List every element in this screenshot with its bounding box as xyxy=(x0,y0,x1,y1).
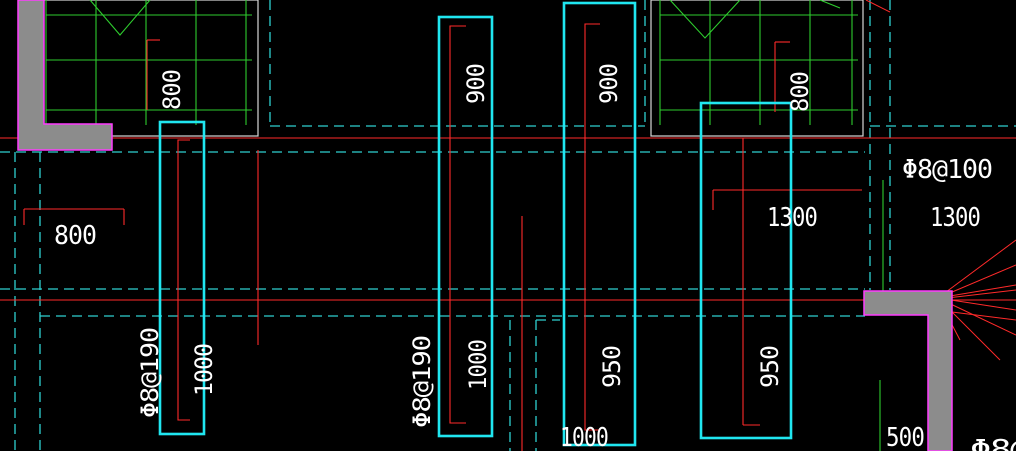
dim-label-1000-strip1: 1000 xyxy=(190,344,218,396)
rebar-label-8-190-left: Φ8@190 xyxy=(136,328,164,418)
dim-label-800-vertical-right: 800 xyxy=(786,72,814,112)
strip-rebar-lines xyxy=(177,23,760,431)
dim-label-950-strip3: 950 xyxy=(598,346,626,388)
red-axis-lines xyxy=(0,39,1016,451)
rebar-label-8-100: Φ8@100 xyxy=(902,155,992,185)
rebar-label-8-190-middle: Φ8@190 xyxy=(408,336,436,428)
dim-label-800-vertical-left: 800 xyxy=(158,70,186,110)
dim-label-950-strip4: 950 xyxy=(756,346,784,388)
highlight-box-4[interactable] xyxy=(699,101,793,440)
wall-corner-left xyxy=(17,0,113,151)
annotations: 800 1300 1300 Φ8@100 1000 500 Φ8@ 800 80… xyxy=(54,64,1016,451)
green-rebar-grid-left xyxy=(45,0,252,125)
green-rebar-grid-right xyxy=(659,0,884,451)
dim-label-900-strip3: 900 xyxy=(595,64,623,104)
dim-label-800-left: 800 xyxy=(54,221,96,251)
highlight-box-2[interactable] xyxy=(437,15,494,438)
dim-label-500: 500 xyxy=(886,423,924,451)
highlight-box-1[interactable] xyxy=(158,120,206,436)
rebar-label-cut: Φ8@ xyxy=(970,435,1016,451)
highlight-box-3[interactable] xyxy=(562,1,637,447)
dim-label-900-strip2: 900 xyxy=(462,64,490,104)
wall-corner-right xyxy=(863,290,953,451)
highlight-boxes xyxy=(158,1,793,447)
dim-label-1000-bottom: 1000 xyxy=(560,423,608,451)
dim-label-1000-strip2: 1000 xyxy=(464,340,492,390)
dim-label-1300-center: 1300 xyxy=(767,203,817,233)
dim-label-1300-right: 1300 xyxy=(930,203,980,233)
